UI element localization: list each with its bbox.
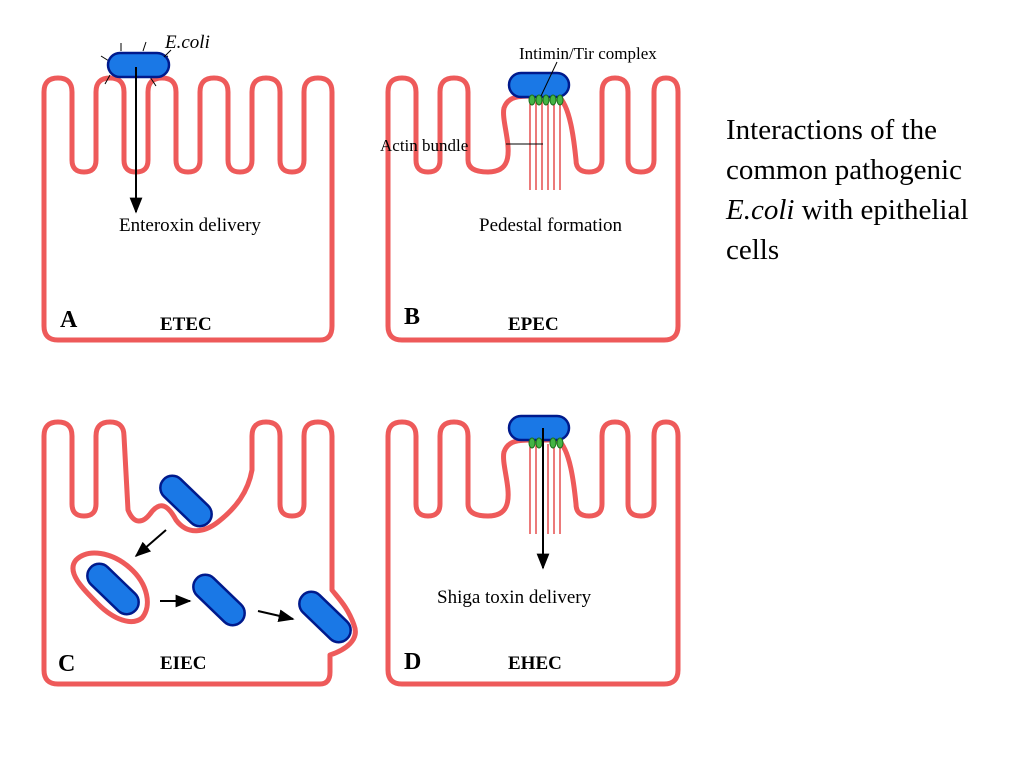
- ecoli-label: E.coli: [164, 32, 210, 53]
- ecoli-bacterium-c4: [298, 590, 352, 644]
- panel-b: Intimin/Tir complex Actin bundle Pedesta…: [380, 44, 681, 343]
- panel-c: C EIEC: [41, 419, 358, 687]
- actin-bundle-label: Actin bundle: [380, 136, 468, 155]
- intimin-tir-complex-b: [528, 94, 564, 106]
- caption-line-3: E.coli with epithelial: [726, 190, 1018, 230]
- invasion-arrow-1: [134, 529, 167, 558]
- enterotoxin-label: Enteroxin delivery: [119, 215, 261, 236]
- panel-letter-c: C: [58, 651, 75, 677]
- panel-letter-b: B: [404, 304, 420, 330]
- epithelial-cell-d: [385, 419, 681, 687]
- ecoli-bacterium-c3: [192, 573, 246, 627]
- panel-name-eiec: EIEC: [160, 653, 206, 674]
- caption-line-1: Interactions of the: [726, 114, 937, 146]
- actin-bundle-d: [529, 444, 561, 534]
- panel-letter-d: D: [404, 649, 421, 675]
- caption-line-2: common pathogenic: [726, 154, 962, 186]
- invasion-arrow-3: [257, 609, 295, 623]
- caption-ecoli-italic: E.coli: [726, 194, 795, 226]
- panel-d: Shiga toxin delivery D EHEC: [385, 414, 681, 687]
- ecoli-bacterium-b: [507, 71, 571, 99]
- epithelial-cell-a: [41, 75, 335, 343]
- ecoli-bacterium-d: [507, 414, 571, 442]
- epithelial-cell-b: [385, 75, 681, 343]
- ecoli-bacterium-c2: [86, 562, 140, 616]
- caption-line-4: cells: [726, 234, 780, 266]
- ecoli-bacterium-a: [106, 51, 171, 79]
- pedestal-formation-label: Pedestal formation: [479, 215, 622, 236]
- actin-bundle-b: [529, 100, 561, 190]
- figure-caption: Interactions of the common pathogenic E.…: [726, 110, 1018, 270]
- intimin-tir-label: Intimin/Tir complex: [519, 44, 657, 63]
- shiga-toxin-label: Shiga toxin delivery: [437, 587, 592, 608]
- ecoli-bacterium-c1: [159, 474, 213, 528]
- panel-name-epec: EPEC: [508, 314, 559, 335]
- panel-name-etec: ETEC: [160, 314, 212, 335]
- panel-letter-a: A: [60, 307, 78, 333]
- panel-name-ehec: EHEC: [508, 653, 562, 674]
- panel-a: E.coli Enteroxin delivery A ETEC: [41, 32, 335, 343]
- intimin-tir-complex-d: [528, 437, 564, 449]
- caption-line-3-rest: with epithelial: [794, 194, 969, 226]
